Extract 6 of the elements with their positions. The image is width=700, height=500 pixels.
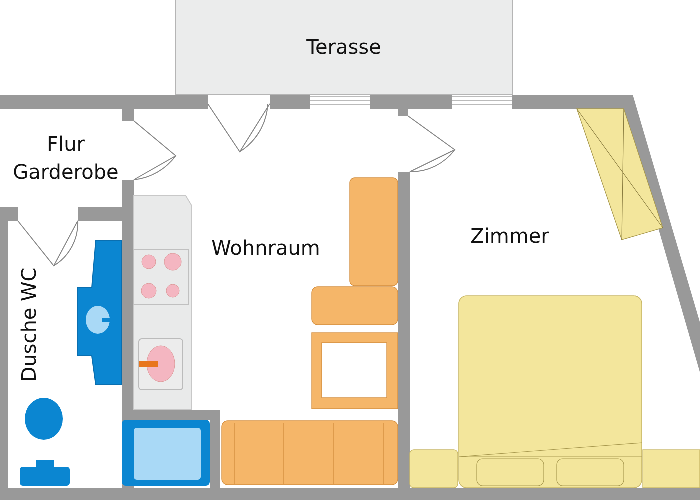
room-name: Wohnraum [210,235,322,262]
room-name: Zimmer [470,223,550,250]
room-name: Terasse [306,35,382,59]
room-name: Dusche WC [16,266,42,384]
room-name: Flur Garderobe [12,131,120,186]
terrace-area [175,0,513,95]
